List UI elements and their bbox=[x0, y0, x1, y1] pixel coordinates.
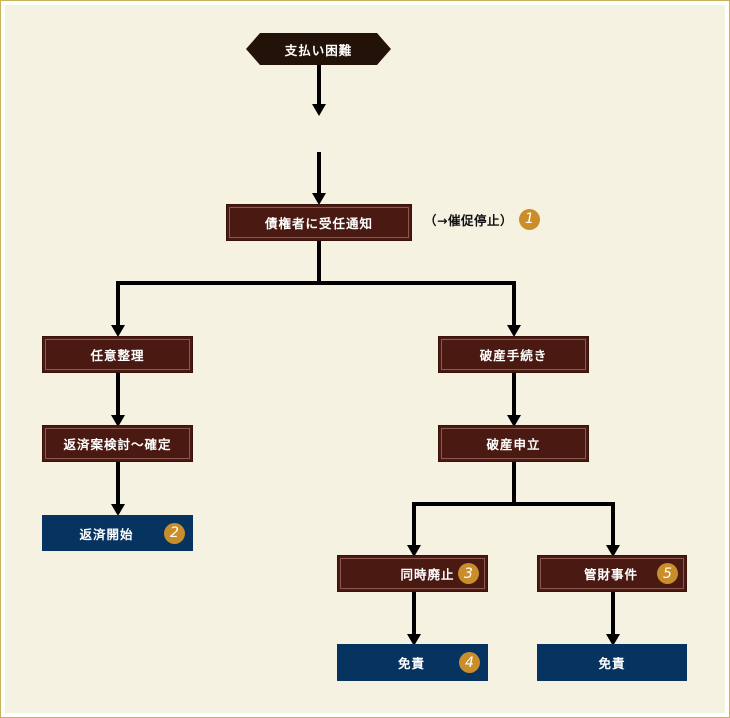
notice-node: 債権者に受任通知 bbox=[226, 204, 412, 241]
arrow-head bbox=[606, 634, 620, 646]
start-node: 支払い困難 bbox=[246, 33, 391, 65]
node-label: 返済開始 bbox=[79, 526, 134, 542]
node-label: 任意整理 bbox=[90, 348, 145, 363]
node-label: 免責 bbox=[598, 656, 626, 671]
connector-notice-split bbox=[116, 241, 321, 325]
arrow-head bbox=[606, 545, 620, 557]
notice-note: （→催促停止） 1 bbox=[424, 207, 540, 231]
notice-note-text: （→催促停止） bbox=[424, 212, 513, 228]
arrow-head bbox=[111, 415, 125, 427]
arrow-head bbox=[312, 104, 326, 116]
repayment-plan-node: 返済案検討～確定 bbox=[42, 425, 193, 462]
step-badge: 4 bbox=[459, 652, 480, 673]
node-label: 返済案検討～確定 bbox=[63, 437, 172, 452]
connector-right-split-right bbox=[514, 502, 615, 545]
repayment-start-node: 返済開始 2 bbox=[42, 515, 193, 551]
connector-notice-split-right bbox=[319, 281, 516, 325]
bankruptcy-procedure-node: 破産手続き bbox=[438, 336, 589, 373]
step-badge: 3 bbox=[458, 563, 479, 584]
notice-label: 債権者に受任通知 bbox=[264, 216, 373, 231]
step-badge: 2 bbox=[164, 522, 185, 544]
step-badge: 1 bbox=[518, 208, 540, 230]
arrow-head bbox=[407, 545, 421, 557]
voluntary-arrangement-node: 任意整理 bbox=[42, 336, 193, 373]
arrow-head bbox=[507, 325, 521, 337]
trustee-case-node: 管財事件 5 bbox=[537, 555, 687, 592]
arrow-head bbox=[111, 325, 125, 337]
discharge-node-right: 免責 bbox=[537, 644, 687, 681]
node-label: 免責 bbox=[397, 656, 425, 671]
discharge-node-left: 免責 4 bbox=[337, 644, 488, 681]
arrow-head bbox=[507, 415, 521, 427]
step-badge: 5 bbox=[657, 563, 678, 584]
node-label: 管財事件 bbox=[583, 567, 638, 582]
node-label: 同時廃止 bbox=[400, 567, 455, 582]
arrow-head bbox=[312, 193, 326, 205]
node-label: 破産手続き bbox=[479, 348, 548, 363]
simultaneous-abolition-node: 同時廃止 3 bbox=[337, 555, 488, 592]
start-label: 支払い困難 bbox=[284, 42, 353, 58]
bankruptcy-filing-node: 破産申立 bbox=[438, 425, 589, 462]
connector-right-split bbox=[412, 462, 516, 545]
arrow-head bbox=[407, 634, 421, 646]
arrow-head bbox=[111, 504, 125, 516]
node-label: 破産申立 bbox=[486, 437, 541, 452]
